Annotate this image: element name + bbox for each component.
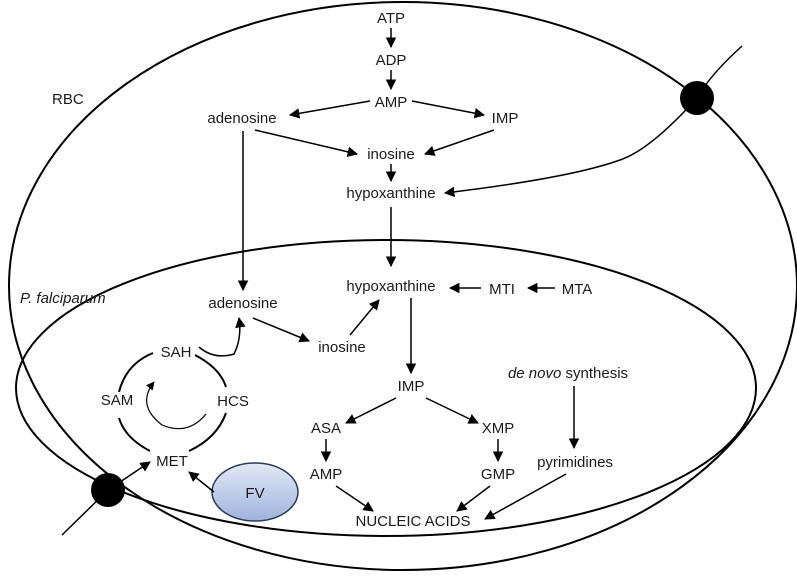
de-novo-rest: synthesis — [561, 365, 628, 382]
parasite-adenosine: adenosine — [208, 295, 277, 312]
parasite-gmp: GMP — [481, 466, 515, 483]
rbc-membrane — [8, 1, 797, 571]
arrow-adenosine-inosine — [254, 129, 359, 157]
arrow-inosine-hypoxanthine-parasite — [349, 299, 380, 336]
host-adenosine: adenosine — [207, 110, 276, 127]
cycle-sam: SAM — [101, 392, 134, 409]
parasite-de-novo-synthesis: de novo synthesis — [508, 365, 628, 382]
arrow-amp-adenosine — [288, 100, 371, 119]
parasite-transporter — [91, 473, 125, 507]
cycle-arc-hcs-met — [188, 412, 227, 452]
arrow-imp-asa — [345, 397, 397, 424]
cycle-inner-arrow — [146, 381, 207, 430]
rbc-label: RBC — [52, 91, 84, 108]
food-vacuole — [211, 462, 299, 522]
parasite-amp: AMP — [310, 466, 343, 483]
arrow-imp-xmp — [425, 397, 479, 424]
cycle-met: MET — [156, 453, 188, 470]
parasite-imp: IMP — [398, 378, 425, 395]
arrow-adenosine-inosine-parasite — [252, 317, 310, 343]
cycle-sah: SAH — [161, 344, 192, 361]
host-inosine: inosine — [367, 146, 415, 163]
host-imp: IMP — [492, 110, 519, 127]
arrow-gmp-nucleic-acids — [456, 485, 491, 512]
arrow-amp-imp — [411, 100, 486, 119]
parasite-xmp: XMP — [482, 420, 515, 437]
host-atp: ATP — [377, 10, 405, 27]
arrow-sah-adenosine — [198, 316, 246, 357]
rbc-transporter-line — [443, 45, 743, 198]
cycle-arc-sah-hcs — [194, 354, 227, 388]
cycle-hcs: HCS — [217, 393, 249, 410]
rbc-transporter — [680, 81, 714, 115]
host-hypoxanthine: hypoxanthine — [346, 185, 435, 202]
arrow-pyrimidines-nucleic-acids — [484, 473, 567, 520]
parasite-pyrimidines: pyrimidines — [537, 454, 613, 471]
cycle-arc-met-sam — [118, 417, 151, 452]
arrow-fv-met — [188, 471, 215, 493]
food-vacuole-label: FV — [245, 485, 264, 502]
de-novo-italic: de novo — [508, 365, 561, 382]
arrow-imp-inosine — [424, 129, 495, 156]
parasite-hypoxanthine: hypoxanthine — [346, 278, 435, 295]
host-amp: AMP — [375, 94, 408, 111]
parasite-mta: MTA — [562, 281, 593, 298]
parasite-inosine: inosine — [318, 339, 366, 356]
parasite-mti: MTI — [489, 281, 515, 298]
parasite-membrane — [15, 239, 757, 537]
cycle-arc-sam-sah — [118, 352, 154, 393]
host-adp: ADP — [376, 52, 407, 69]
parasite-label: P. falciparum — [20, 290, 106, 307]
arrow-amp-nucleic-acids — [335, 485, 374, 512]
parasite-asa: ASA — [311, 420, 341, 437]
parasite-nucleic-acids: NUCLEIC ACIDS — [355, 513, 470, 530]
